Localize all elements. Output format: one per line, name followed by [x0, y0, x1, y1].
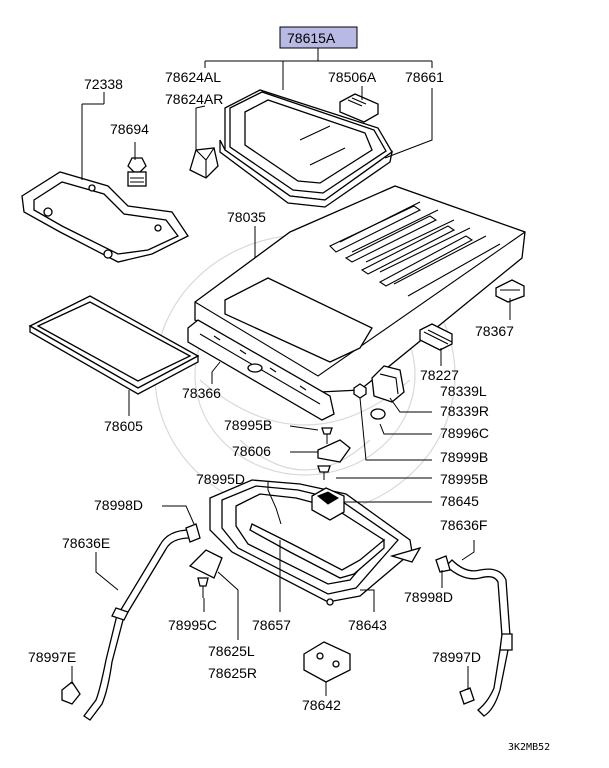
clip-part: [127, 157, 147, 187]
label-78995D[interactable]: 78995D: [196, 471, 245, 487]
bracket-part: [189, 147, 219, 179]
label-78657[interactable]: 78657: [252, 617, 291, 633]
part-labels: 78615A 78624AL 78624AR 78506A 78661 7233…: [28, 30, 550, 753]
label-78506A[interactable]: 78506A: [328, 69, 377, 85]
label-78995C[interactable]: 78995C: [168, 617, 217, 633]
drain-frame-part: [209, 479, 422, 606]
label-78636E[interactable]: 78636E: [62, 535, 110, 551]
bracket-lower-part: [188, 549, 223, 598]
label-78367[interactable]: 78367: [475, 323, 514, 339]
label-78998D-right[interactable]: 78998D: [404, 589, 453, 605]
label-78625L[interactable]: 78625L: [208, 643, 255, 659]
sunshade-panel-part: [28, 295, 200, 395]
latch-part: [371, 365, 405, 403]
sunroof-glass-part: [219, 89, 393, 208]
label-78227[interactable]: 78227: [420, 367, 459, 383]
label-78998D-left[interactable]: 78998D: [94, 497, 143, 513]
diagram-code: 3K2MB52: [508, 742, 550, 753]
label-78615A[interactable]: 78615A: [287, 30, 336, 46]
rail-part: [419, 323, 453, 351]
sunshade-frame-part: [21, 171, 189, 263]
motor-part: [311, 487, 345, 521]
label-78999B[interactable]: 78999B: [440, 449, 488, 465]
label-78995B-mid[interactable]: 78995B: [440, 471, 488, 487]
label-78636F[interactable]: 78636F: [440, 517, 487, 533]
label-78997E[interactable]: 78997E: [28, 649, 76, 665]
left-drain-hose-part: [61, 523, 201, 721]
leader-lines: [71, 48, 511, 696]
label-78625R[interactable]: 78625R: [208, 665, 257, 681]
right-drain-hose-part: [435, 555, 513, 717]
label-78642[interactable]: 78642: [302, 697, 341, 713]
label-78997D[interactable]: 78997D: [432, 649, 481, 665]
bracket-lower-right-part: [303, 641, 351, 683]
label-78339R[interactable]: 78339R: [440, 403, 489, 419]
handle-part: [339, 93, 379, 123]
label-72338[interactable]: 72338: [84, 76, 123, 92]
label-78995B-top[interactable]: 78995B: [224, 417, 272, 433]
label-78624AL[interactable]: 78624AL: [165, 69, 221, 85]
side-rail-part: [495, 279, 525, 303]
label-78366[interactable]: 78366: [182, 385, 221, 401]
label-78339L[interactable]: 78339L: [440, 383, 487, 399]
label-78624AR[interactable]: 78624AR: [165, 91, 223, 107]
bolt-parts: [276, 383, 386, 538]
label-78605[interactable]: 78605: [104, 418, 143, 434]
header-rail-part: [187, 319, 335, 421]
label-78996C[interactable]: 78996C: [440, 425, 489, 441]
label-78606[interactable]: 78606: [232, 443, 271, 459]
label-78035[interactable]: 78035: [227, 209, 266, 225]
label-78694[interactable]: 78694: [110, 121, 149, 137]
label-78645[interactable]: 78645: [440, 493, 479, 509]
label-78643[interactable]: 78643: [348, 617, 387, 633]
label-78661[interactable]: 78661: [405, 69, 444, 85]
